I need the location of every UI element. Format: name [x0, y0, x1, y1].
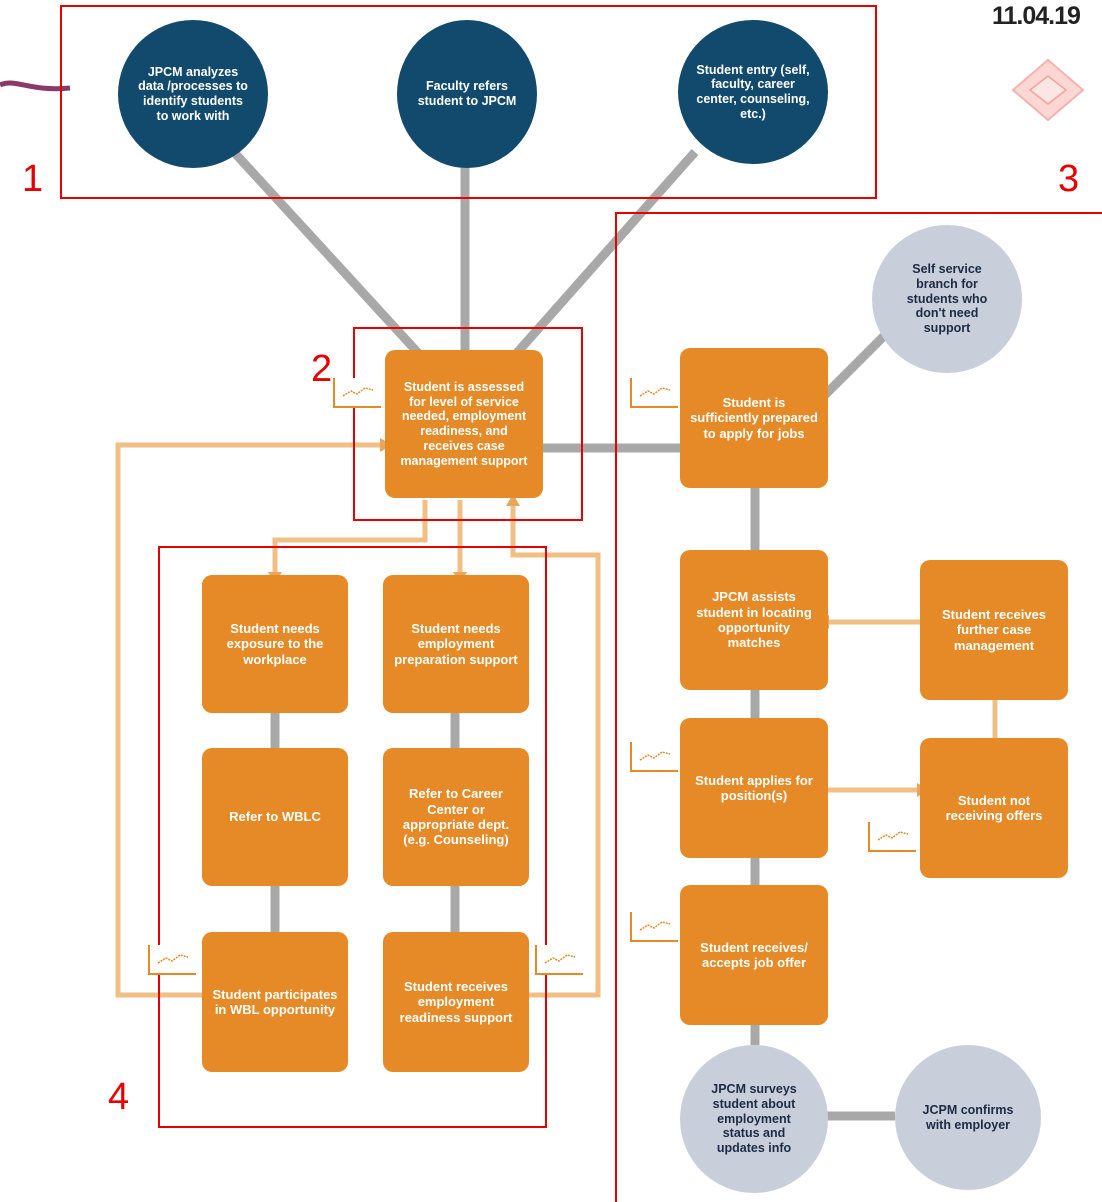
- step-needs-employment-prep: Student needs employment preparation sup…: [383, 575, 529, 713]
- step-not-receiving-offers: Student not receiving offers: [920, 738, 1068, 878]
- step-receives-readiness: Student receives employment readiness su…: [383, 932, 529, 1072]
- end-jpcm-surveys: JPCM surveys student about employment st…: [680, 1045, 828, 1193]
- document-trend-icon: [535, 945, 583, 975]
- step-further-case-management: Student receives further case management: [920, 560, 1068, 700]
- region-outline-3: [615, 212, 1102, 1202]
- step-accepts-offer: Student receives/ accepts job offer: [680, 885, 828, 1025]
- step-needs-exposure: Student needs exposure to the workplace: [202, 575, 348, 713]
- entry-jpcm-analyzes: JPCM analyzes data /processes to identif…: [118, 20, 268, 168]
- date-stamp: 11.04.19: [992, 2, 1081, 30]
- document-trend-icon: [868, 822, 916, 852]
- step-student-applies: Student applies for position(s): [680, 718, 828, 858]
- entry-student-entry: Student entry (self, faculty, career cen…: [678, 20, 828, 164]
- region-label-1: 1: [22, 158, 44, 200]
- document-trend-icon: [630, 742, 678, 772]
- region-label-4: 4: [108, 1076, 130, 1118]
- region-label-2: 2: [311, 348, 333, 390]
- document-trend-icon: [333, 378, 381, 408]
- diamond-badge-icon: [1011, 58, 1085, 122]
- entry-faculty-refers: Faculty refers student to JPCM: [397, 20, 537, 168]
- step-sufficiently-prepared: Student is sufficiently prepared to appl…: [680, 348, 828, 488]
- document-trend-icon: [148, 945, 196, 975]
- step-refer-wblc: Refer to WBLC: [202, 748, 348, 886]
- document-trend-icon: [630, 912, 678, 942]
- region-outline-2: [353, 327, 583, 521]
- step-refer-career-center: Refer to Career Center or appropriate de…: [383, 748, 529, 886]
- end-jcpm-confirms: JCPM confirms with employer: [895, 1045, 1041, 1190]
- end-self-service: Self service branch for students who don…: [872, 225, 1022, 373]
- document-trend-icon: [630, 378, 678, 408]
- step-participates-wbl: Student participates in WBL opportunity: [202, 932, 348, 1072]
- region-outline-1: [60, 5, 877, 199]
- step-student-assessed: Student is assessed for level of service…: [385, 350, 543, 498]
- step-jpcm-assists: JPCM assists student in locating opportu…: [680, 550, 828, 690]
- region-outline-4: [158, 546, 547, 1128]
- region-label-3: 3: [1058, 158, 1080, 200]
